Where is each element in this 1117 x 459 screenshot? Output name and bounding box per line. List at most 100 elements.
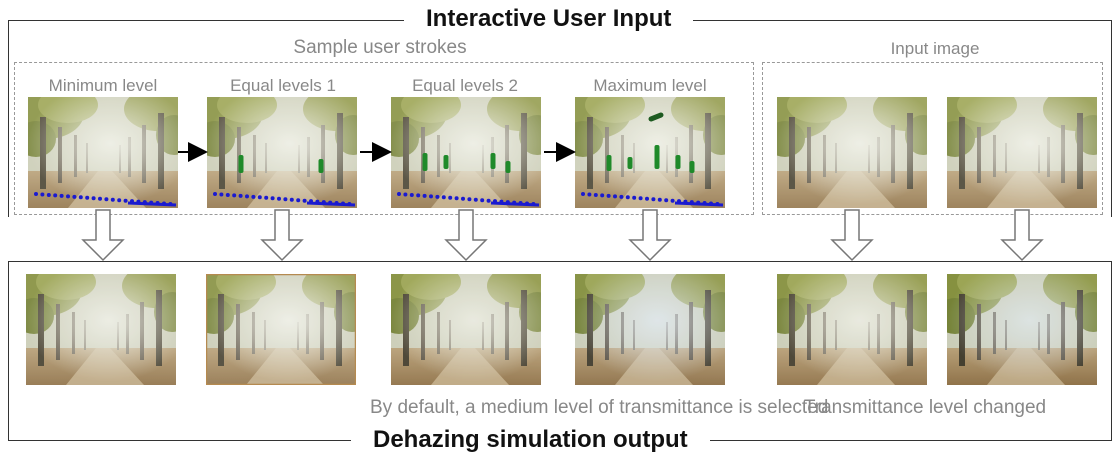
green-stroke	[689, 161, 695, 173]
down-arrow-icon	[830, 209, 874, 262]
blue-stroke-dot	[219, 192, 224, 197]
blue-stroke-dot	[619, 194, 624, 199]
stroke-example-label: Maximum level	[593, 76, 707, 95]
blue-stroke-dot	[403, 192, 408, 197]
blue-stroke-dot	[251, 194, 256, 199]
blue-stroke-dot	[454, 196, 459, 201]
blue-stroke-dot	[645, 196, 649, 201]
blue-stroke-dot	[632, 195, 637, 200]
blue-stroke-dot	[289, 197, 294, 202]
blue-stroke-dot	[397, 192, 401, 196]
sample-strokes-group	[14, 62, 754, 215]
dehazed-output-photo	[575, 274, 725, 385]
down-arrow-icon	[444, 209, 488, 262]
down-arrow-icon	[628, 209, 672, 262]
blue-stroke-dot	[441, 195, 446, 200]
blue-stroke-dot	[664, 198, 669, 203]
blue-stroke-dot	[448, 195, 453, 200]
blue-stroke-dot	[225, 193, 230, 197]
green-stroke	[238, 155, 244, 173]
blue-stroke-dot	[467, 197, 472, 202]
blue-stroke-dot	[59, 193, 64, 198]
blue-stroke-dot	[34, 192, 38, 196]
blue-stroke-dot	[98, 196, 102, 201]
input-image-group	[762, 62, 1103, 215]
blue-stroke-dot	[85, 195, 90, 200]
blue-stroke-dot	[270, 196, 275, 201]
dehazed-output-photo	[947, 274, 1097, 385]
blue-stroke-dot	[613, 194, 617, 199]
blue-stroke-dot	[66, 194, 70, 199]
green-stroke	[654, 145, 660, 169]
blue-stroke-dot	[606, 193, 611, 198]
blue-stroke-dot	[283, 197, 288, 202]
blue-stroke-dot	[600, 193, 605, 198]
changed-transmittance-caption: Transmittance level changed	[803, 397, 1047, 418]
blue-stroke-dot	[422, 193, 427, 198]
blue-stroke-dot	[486, 198, 491, 203]
blue-stroke-dot	[416, 193, 421, 198]
blue-stroke-dot	[473, 197, 478, 202]
down-arrow-icon	[1000, 209, 1044, 262]
blue-stroke-dot	[461, 196, 465, 201]
input-image-label: Input image	[890, 39, 980, 58]
blue-stroke-dot	[257, 195, 262, 200]
green-stroke	[422, 153, 428, 171]
green-stroke	[505, 161, 511, 173]
blue-stroke-dot	[78, 195, 83, 200]
blue-stroke-dot	[264, 195, 269, 200]
dehazed-output-photo	[777, 274, 927, 385]
blue-stroke-dot	[117, 198, 122, 203]
dehazed-output-photo	[206, 274, 356, 385]
section-title-simulation-output: Dehazing simulation output	[351, 426, 710, 454]
green-stroke	[490, 153, 496, 169]
blue-stroke-dot	[587, 192, 592, 197]
input-photo	[777, 97, 927, 208]
blue-stroke-dot	[232, 193, 237, 198]
blue-stroke-dot	[46, 193, 51, 197]
forest-photo-equal-strokes-1	[207, 97, 357, 208]
section-title-user-input: Interactive User Input	[404, 5, 694, 33]
green-stroke	[648, 112, 664, 122]
blue-stroke-dot	[238, 193, 243, 198]
green-stroke	[318, 159, 324, 173]
green-stroke	[443, 155, 449, 169]
sample-strokes-label: Sample user strokes	[293, 37, 467, 58]
dehazed-output-photo	[26, 274, 176, 385]
blue-stroke-dot	[651, 197, 656, 202]
blue-stroke-dot	[638, 196, 643, 201]
green-stroke	[675, 155, 681, 169]
blue-stroke-dot	[53, 193, 58, 198]
blue-stroke-dot	[625, 195, 630, 200]
dehazed-output-photo	[391, 274, 541, 385]
down-arrow-icon	[81, 209, 125, 262]
blue-stroke-dot	[110, 197, 115, 202]
stroke-example-label: Equal levels 1	[230, 76, 336, 95]
blue-stroke-dot	[277, 196, 281, 201]
blue-stroke-dot	[593, 193, 598, 197]
stroke-example-label: Equal levels 2	[412, 76, 518, 95]
blue-stroke-dot	[670, 198, 675, 203]
blue-stroke-dot	[435, 194, 440, 199]
blue-stroke-dot	[480, 198, 485, 203]
input-photo	[947, 97, 1097, 208]
green-stroke	[606, 155, 612, 171]
down-arrow-icon	[260, 209, 304, 262]
stroke-example-label: Minimum level	[48, 76, 158, 95]
blue-stroke-dot	[104, 197, 109, 202]
blue-stroke-dot	[581, 192, 585, 196]
forest-photo-equal-strokes-2	[391, 97, 541, 208]
green-stroke	[627, 157, 633, 169]
blue-stroke-dot	[213, 192, 217, 196]
forest-photo-minimum-strokes	[28, 97, 178, 208]
blue-stroke-dot	[245, 194, 249, 199]
blue-stroke-dot	[123, 198, 128, 203]
blue-stroke-dot	[429, 194, 433, 199]
blue-stroke-dot	[296, 198, 301, 203]
blue-stroke-dot	[657, 197, 662, 202]
blue-stroke-dot	[409, 193, 414, 197]
forest-photo-maximum-strokes	[575, 97, 725, 208]
blue-stroke-dot	[72, 194, 77, 199]
blue-stroke-dot	[40, 192, 45, 197]
